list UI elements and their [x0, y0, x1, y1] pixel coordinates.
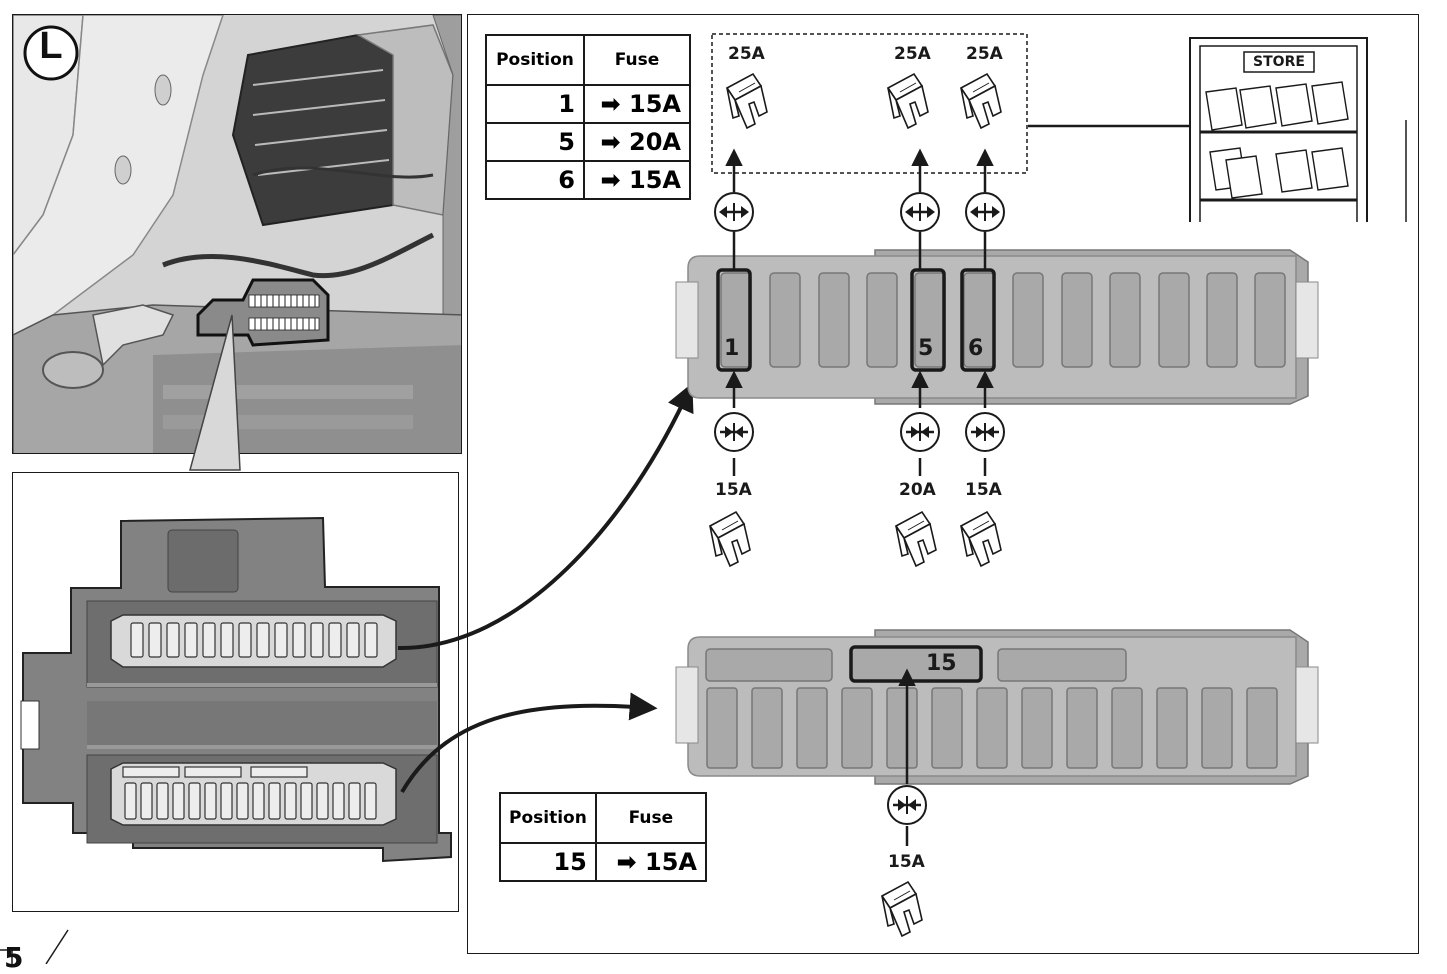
fuse-value: 15A: [629, 166, 681, 194]
installed-fuse-rating: 15A: [888, 852, 925, 872]
fuse-icon: [895, 511, 937, 567]
fuse-cell: ➡ 15A: [583, 160, 691, 200]
upper-box-pointer-arrow: [397, 382, 694, 651]
removed-fuse-rating: 25A: [966, 44, 1003, 64]
table-row: 1 ➡ 15A: [485, 84, 691, 124]
vehicle-interior-photo: L: [12, 14, 462, 454]
lower-position-fuse-table: Position Fuse 15 ➡ 15A: [499, 792, 708, 882]
spread-tool-icon: [713, 191, 755, 233]
fuse-value: 15A: [629, 90, 681, 118]
squeeze-tool-icon: [899, 411, 941, 453]
callout-wedge: [189, 314, 241, 471]
table-header-fuse: Fuse: [594, 792, 708, 844]
position-cell: 5: [485, 122, 585, 162]
right-arrow-icon: ➡: [616, 848, 637, 876]
right-arrow-icon: ➡: [600, 128, 621, 156]
squeeze-tool-icon: [964, 411, 1006, 453]
upper-fuse-box: [675, 249, 1319, 405]
removed-fuse-rating: 25A: [728, 44, 765, 64]
fuse-icon: [960, 73, 1002, 129]
installed-fuse-rating: 15A: [965, 480, 1002, 500]
fuse-icon: [881, 881, 923, 937]
right-arrow-icon: ➡: [600, 166, 621, 194]
removed-fuse-rating: 25A: [894, 44, 931, 64]
slot-number-label: 1: [724, 336, 740, 361]
photo-badge: L: [39, 25, 63, 67]
fuse-icon: [709, 511, 751, 567]
removed-fuses-box: [711, 33, 1028, 174]
fuse-value: 15A: [645, 848, 697, 876]
table-header-fuse: Fuse: [583, 34, 691, 86]
fuse-icon: [887, 73, 929, 129]
table-header-position: Position: [499, 792, 597, 844]
installed-fuse-rating: 15A: [715, 480, 752, 500]
fuse-icon: [726, 73, 768, 129]
installed-fuse-rating: 20A: [899, 480, 936, 500]
lower-fuse-box: [675, 629, 1319, 785]
fuse-value: 20A: [629, 128, 681, 156]
position-cell: 1: [485, 84, 585, 124]
slot-number-label: 5: [918, 336, 934, 361]
fuse-icon: [960, 511, 1002, 567]
spread-tool-icon: [899, 191, 941, 233]
table-header-position: Position: [485, 34, 585, 86]
slot-number-label: 15: [926, 651, 957, 676]
table-row: 6 ➡ 15A: [485, 160, 691, 200]
fuse-cell: ➡ 15A: [594, 842, 708, 882]
table-row: 15 ➡ 15A: [499, 842, 708, 882]
fuse-cell: ➡ 20A: [583, 122, 691, 162]
right-arrow-icon: ➡: [600, 90, 621, 118]
spread-tool-icon: [964, 191, 1006, 233]
squeeze-tool-icon: [886, 784, 928, 826]
store-cabinet: [1189, 37, 1407, 222]
upper-position-fuse-table: Position Fuse 1 ➡ 15A 5 ➡ 20A 6 ➡ 15A: [485, 34, 691, 200]
page-marker: 5: [4, 941, 24, 974]
table-row: 5 ➡ 20A: [485, 122, 691, 162]
store-label: STORE: [1253, 54, 1305, 70]
lower-box-pointer-arrow: [400, 692, 658, 794]
fuse-cell: ➡ 15A: [583, 84, 691, 124]
fuse-box-detail-view: [12, 472, 459, 912]
fuse-box-closeup: [13, 473, 458, 911]
position-cell: 6: [485, 160, 585, 200]
squeeze-tool-icon: [713, 411, 755, 453]
slot-number-label: 6: [968, 336, 984, 361]
position-cell: 15: [499, 842, 597, 882]
